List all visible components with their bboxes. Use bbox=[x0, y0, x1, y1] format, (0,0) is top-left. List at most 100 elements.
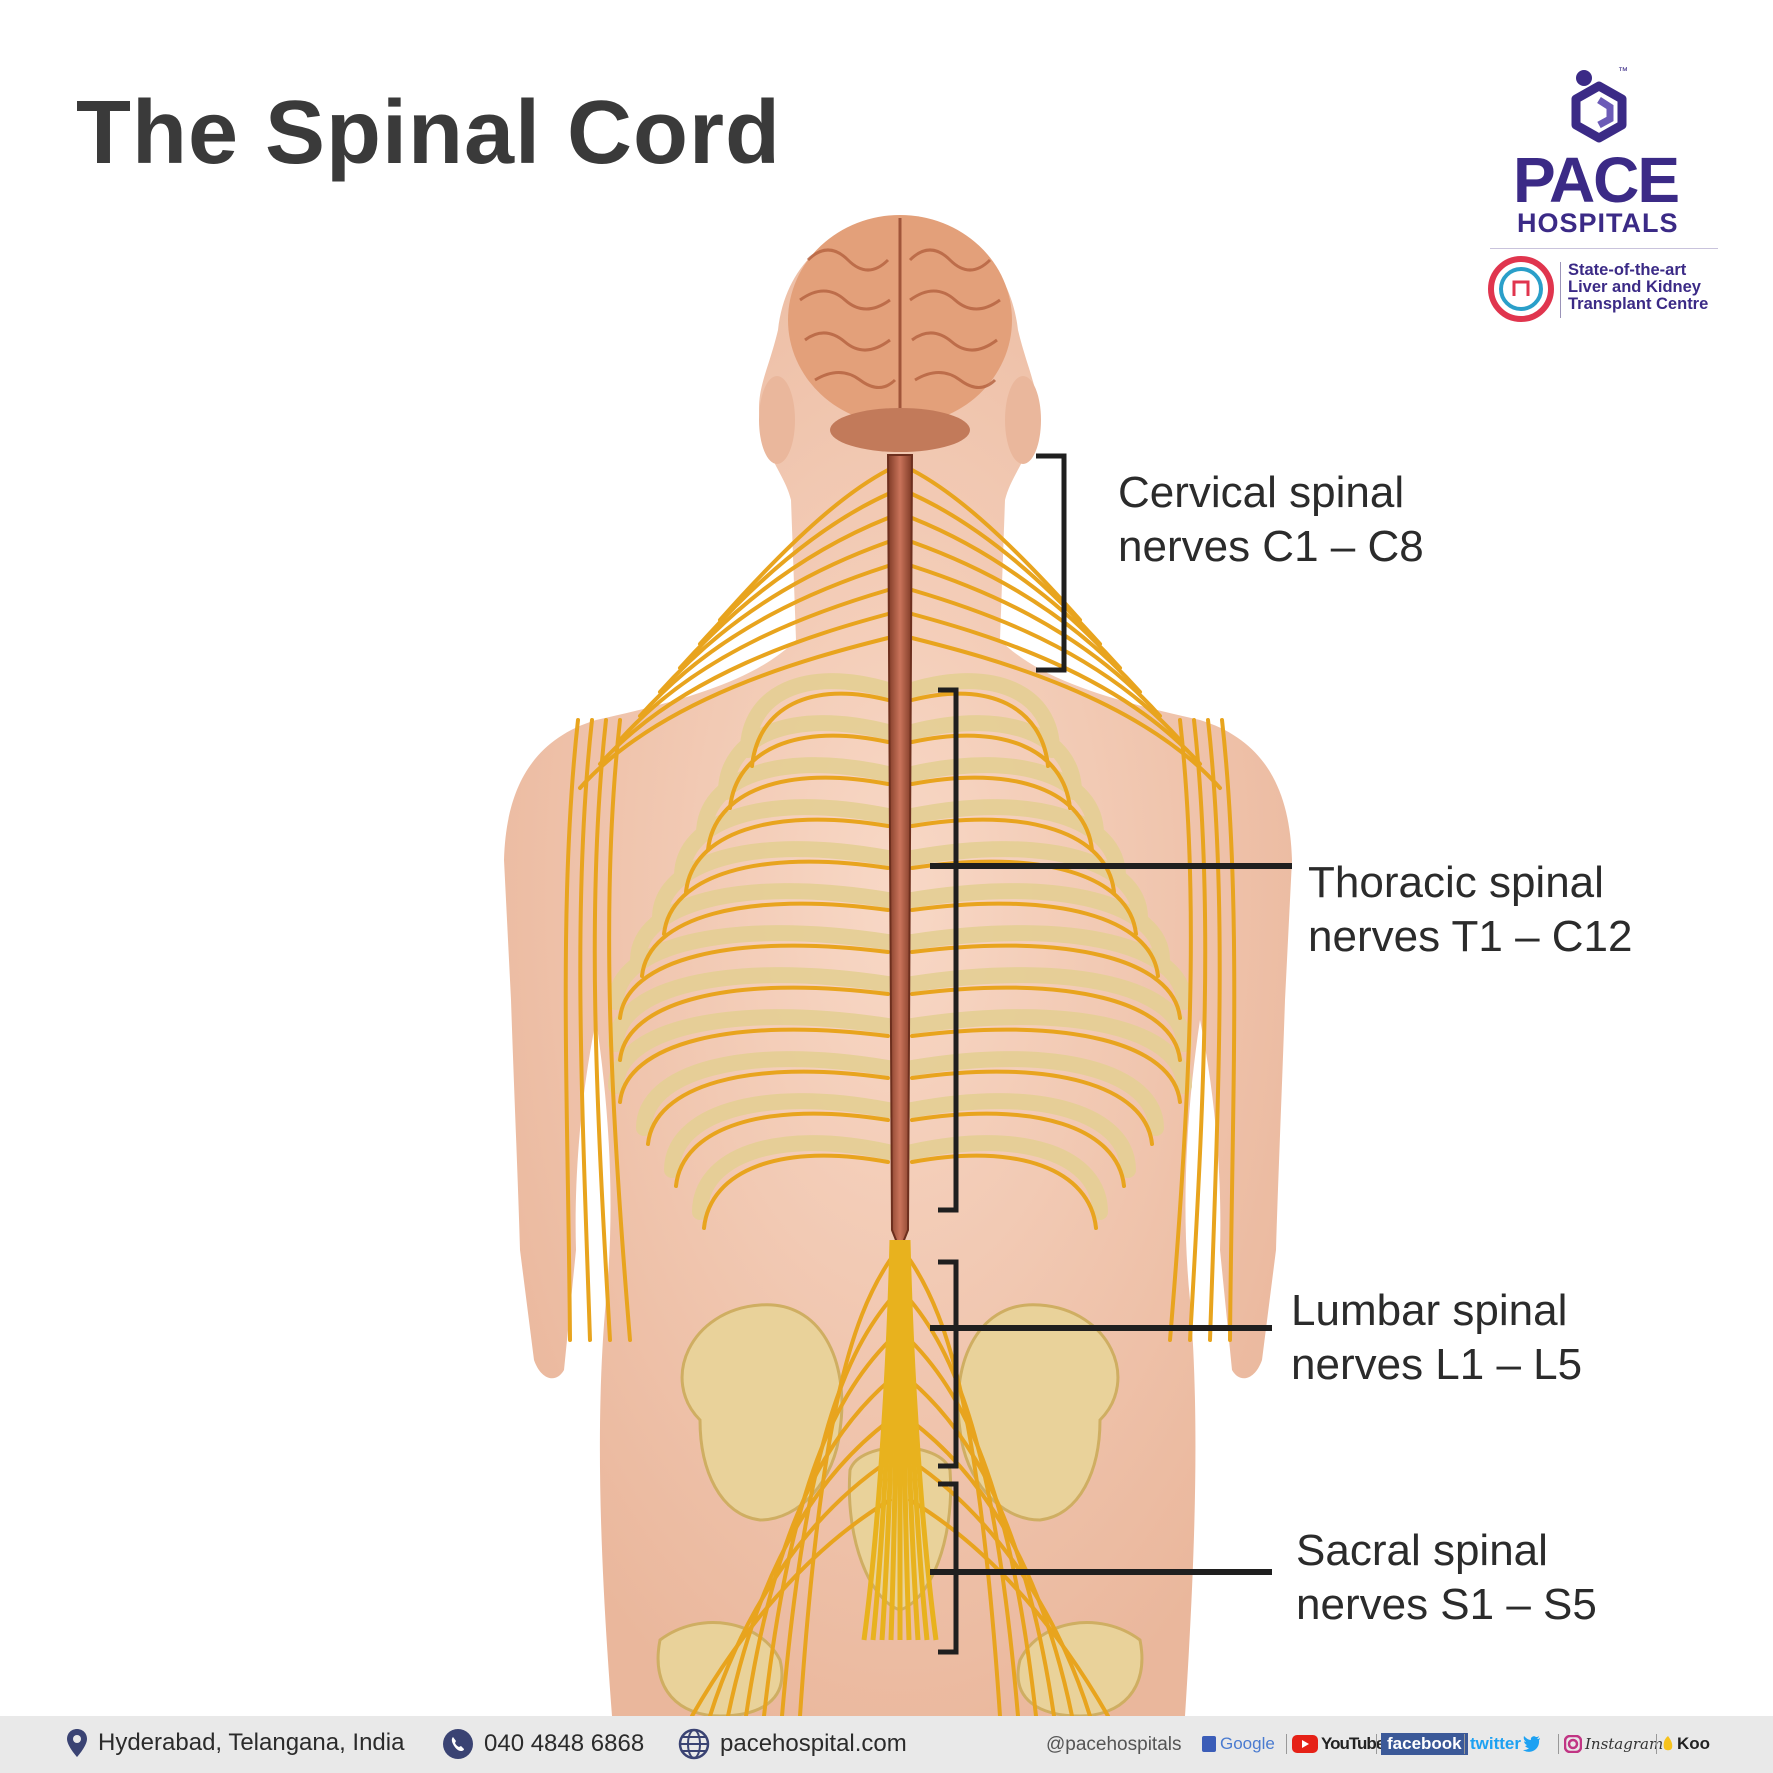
arm-nerve-right bbox=[1168, 718, 1193, 1342]
cervical-label-line1: Cervical spinal bbox=[1118, 468, 1405, 517]
rib-left bbox=[692, 1135, 896, 1220]
cervical-nerve-left bbox=[638, 564, 890, 718]
rib-right bbox=[904, 841, 1148, 926]
instagram-label: Instagram bbox=[1585, 1735, 1664, 1753]
cauda-strand bbox=[888, 1239, 901, 1641]
instagram-link[interactable]: Instagram bbox=[1564, 1733, 1663, 1755]
nerve-branches bbox=[563, 468, 1237, 1718]
sacral-label-line2: nerves S1 – S5 bbox=[1296, 1580, 1597, 1629]
thoracic-nerve-right bbox=[910, 733, 1072, 810]
cauda-equina bbox=[861, 1239, 939, 1641]
brand-divider bbox=[1490, 248, 1718, 249]
thoracic-nerve-left bbox=[706, 775, 890, 852]
twitter-link[interactable]: twitter bbox=[1470, 1733, 1541, 1755]
rib-right bbox=[904, 883, 1170, 968]
instagram-camera-icon bbox=[1564, 1735, 1582, 1753]
trademark: ™ bbox=[1618, 66, 1628, 77]
brand-tagline: State-of-the-art Liver and Kidney Transp… bbox=[1568, 262, 1708, 313]
thoracic-nerve-right bbox=[910, 1027, 1182, 1104]
brand-subtitle: HOSPITALS bbox=[1517, 208, 1679, 238]
globe-icon bbox=[678, 1728, 710, 1760]
cervical-nerve-left bbox=[678, 516, 890, 670]
koo-link[interactable]: Koo bbox=[1661, 1733, 1710, 1755]
cervical-bracket bbox=[1036, 453, 1067, 673]
rib-right bbox=[904, 967, 1192, 1052]
google-link[interactable]: Google bbox=[1202, 1733, 1275, 1755]
lumbar-label-line2: nerves L1 – L5 bbox=[1291, 1340, 1583, 1389]
social-separator bbox=[1464, 1734, 1465, 1754]
rib-right bbox=[904, 1093, 1136, 1178]
thoracic-nerve-left bbox=[674, 1111, 890, 1188]
social-handle: @pacehospitals bbox=[1046, 1734, 1182, 1755]
rib-right bbox=[904, 925, 1192, 1010]
thoracic-nerve-left bbox=[702, 1153, 890, 1230]
facebook-link[interactable]: facebook bbox=[1381, 1733, 1468, 1755]
tagline-line1: State-of-the-art bbox=[1568, 261, 1687, 279]
location-text: Hyderabad, Telangana, India bbox=[98, 1729, 405, 1756]
cervical-label: Cervical spinal nerves C1 – C8 bbox=[1118, 466, 1424, 574]
cervical-nerve-left bbox=[598, 612, 890, 766]
cauda-strand bbox=[905, 1239, 939, 1641]
cervical-nerve-right bbox=[910, 612, 1202, 766]
rib-right bbox=[904, 1051, 1164, 1136]
thoracic-nerve-right bbox=[910, 901, 1160, 978]
youtube-link[interactable]: YouTube bbox=[1292, 1733, 1385, 1755]
thoracic-bracket bbox=[938, 687, 959, 1213]
cervical-label-line2: nerves C1 – C8 bbox=[1118, 522, 1424, 571]
social-separator bbox=[1558, 1734, 1559, 1754]
rib-left bbox=[630, 883, 896, 968]
sacral-label-line1: Sacral spinal bbox=[1296, 1526, 1548, 1575]
lumbar-nerve-right bbox=[908, 1498, 1110, 1718]
footer-phone[interactable]: 040 4848 6868 bbox=[442, 1728, 644, 1760]
cauda-strand bbox=[879, 1239, 899, 1641]
thoracic-nerve-left bbox=[728, 733, 890, 810]
koo-label: Koo bbox=[1677, 1734, 1711, 1753]
thoracic-nerve-right bbox=[910, 859, 1138, 936]
twitter-label: twitter bbox=[1470, 1734, 1521, 1753]
brain bbox=[788, 215, 1012, 452]
social-separator bbox=[1286, 1734, 1287, 1754]
location-pin-icon bbox=[67, 1729, 87, 1757]
arm-nerve-right bbox=[1220, 718, 1237, 1342]
thoracic-nerve-right bbox=[910, 775, 1094, 852]
social-separator bbox=[1376, 1734, 1377, 1754]
rib-left bbox=[696, 757, 896, 842]
cauda-strand bbox=[870, 1239, 897, 1641]
cervical-nerve-left bbox=[718, 468, 890, 622]
lumbar-nerve-right bbox=[908, 1418, 1074, 1718]
thoracic-nerve-left bbox=[684, 817, 890, 894]
social-separator bbox=[1656, 1734, 1657, 1754]
arm-nerve-right bbox=[1188, 718, 1208, 1342]
rib-right bbox=[904, 757, 1104, 842]
thoracic-label-line1: Thoracic spinal bbox=[1308, 858, 1604, 907]
accreditation-badge-icon bbox=[1488, 256, 1554, 322]
google-icon bbox=[1202, 1736, 1216, 1752]
arm-nerve-left bbox=[578, 718, 594, 1342]
rib-right bbox=[904, 673, 1060, 758]
right-ear bbox=[1005, 376, 1041, 464]
thoracic-nerve-right bbox=[910, 1153, 1098, 1230]
thoracic-nerve-left bbox=[618, 1027, 890, 1104]
twitter-bird-icon bbox=[1523, 1736, 1540, 1752]
website-text: pacehospital.com bbox=[720, 1730, 907, 1757]
thoracic-label: Thoracic spinal nerves T1 – C12 bbox=[1308, 856, 1632, 964]
cervical-nerve-right bbox=[910, 492, 1102, 646]
arm-nerve-right bbox=[1206, 718, 1222, 1342]
arm-nerve-left bbox=[592, 718, 612, 1342]
rib-left bbox=[608, 1009, 896, 1094]
cervical-nerve-right bbox=[910, 516, 1122, 670]
footer-website[interactable]: pacehospital.com bbox=[678, 1728, 907, 1760]
rib-left bbox=[608, 925, 896, 1010]
cervical-nerve-right bbox=[910, 588, 1182, 742]
lumbar-nerve-left bbox=[690, 1498, 892, 1718]
spinal-cord bbox=[886, 454, 914, 1253]
cervical-nerve-right bbox=[910, 468, 1082, 622]
ribs bbox=[608, 673, 1192, 1220]
rib-left bbox=[740, 673, 896, 758]
koo-bird-icon bbox=[1663, 1736, 1673, 1751]
lumbar-label-line1: Lumbar spinal bbox=[1291, 1286, 1568, 1335]
rib-right bbox=[904, 1135, 1108, 1220]
cervical-nerve-left bbox=[658, 540, 890, 694]
lumbar-nerve-left bbox=[744, 1378, 892, 1718]
